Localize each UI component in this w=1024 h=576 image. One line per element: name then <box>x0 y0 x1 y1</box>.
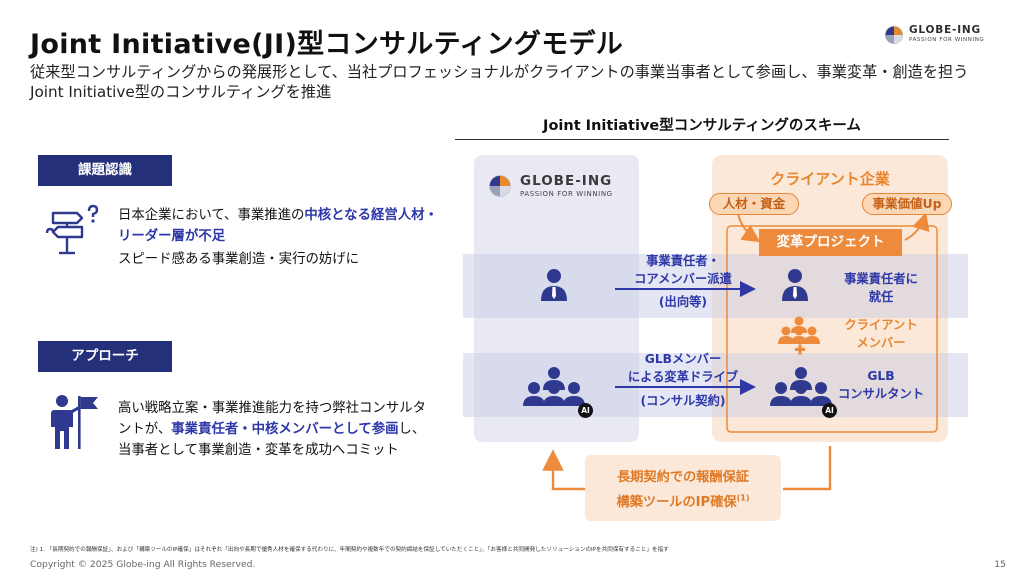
client-glb-team-icon <box>770 367 832 406</box>
glb-consultant-label: GLB コンサルタント <box>822 367 940 403</box>
scheme-logo-tagline: PASSION FOR WINNING <box>520 190 613 198</box>
resources-pill: 人材・資金 <box>709 193 799 215</box>
signpost-question-icon <box>45 204 99 255</box>
contract-terms-line1: 長期契約での報酬保証 <box>617 470 749 485</box>
client-members-line2: メンバー <box>856 336 906 350</box>
band-dispatch <box>463 254 968 318</box>
glb-person-icon <box>541 269 567 301</box>
client-leader-line1: 事業責任者に <box>844 272 918 286</box>
logo-tagline: PASSION FOR WINNING <box>909 37 985 43</box>
globe-ing-logo: GLOBE-ING PASSION FOR WINNING <box>884 24 994 48</box>
client-leader-icon <box>782 269 808 301</box>
client-leader-line2: 就任 <box>868 290 894 304</box>
consulting-sublabel: (コンサル契約) <box>640 394 726 408</box>
return-line-right <box>783 446 832 491</box>
footnote: 注) 1. 「長期契約での報酬保証」、および「構築ツールのIP確保」はそれぞれ「… <box>30 547 669 553</box>
page-number: 15 <box>994 559 1006 570</box>
scheme-globe-ing-logo: GLOBE-ING PASSION FOR WINNING <box>488 172 633 202</box>
logo-text: GLOBE-ING <box>909 24 981 36</box>
contract-terms-footnote-ref: (1) <box>736 493 750 503</box>
dispatch-label-line2: コアメンバー派遣 <box>634 272 732 286</box>
consulting-label-line2: による変革ドライブ <box>627 370 739 384</box>
dispatch-label-line1: 事業責任者・ <box>646 254 720 268</box>
contract-terms-line2: 構築ツールのIP確保(1) <box>585 491 781 510</box>
page-title: Joint Initiative(JI)型コンサルティングモデル <box>30 29 624 60</box>
resource-arrow <box>737 213 761 243</box>
globe-logo-icon <box>489 175 511 197</box>
client-company-title: クライアント企業 <box>770 170 890 188</box>
project-outline <box>726 225 938 433</box>
client-members-line1: クライアント <box>844 318 918 332</box>
glb-team-icon <box>523 367 585 406</box>
return-arrow-left <box>542 449 585 491</box>
scheme-title: Joint Initiative型コンサルティングのスキーム <box>455 114 949 140</box>
glb-ai-badge: AI <box>578 403 593 418</box>
contract-terms-box <box>585 455 781 521</box>
person-flag-icon <box>51 395 98 449</box>
glb-consultant-line2: コンサルタント <box>837 387 925 401</box>
client-members-icon <box>778 316 820 344</box>
value-up-pill: 事業価値Up <box>862 193 952 215</box>
issue-text-highlight: 中核となる経営人材・リーダー層が不足 <box>118 208 438 244</box>
copyright: Copyright © 2025 Globe-ing All Rights Re… <box>30 559 256 570</box>
consulting-label-line1: GLBメンバー <box>644 352 722 366</box>
client-ai-badge: AI <box>822 403 837 418</box>
contract-terms-line2-text: 構築ツールのIP確保 <box>616 495 737 510</box>
page-subtitle: 従来型コンサルティングからの発展形として、当社プロフェッショナルがクライアントの… <box>30 63 969 101</box>
issue-label: 課題認識 <box>38 155 172 186</box>
approach-text: 高い戦略立案・事業推進能力を持つ弊社コンサルタントが、事業責任者・中核メンバーと… <box>118 398 438 461</box>
value-arrow <box>904 212 930 241</box>
scheme-logo-text: GLOBE-ING <box>520 173 613 189</box>
issue-text: 日本企業において、事業推進の中核となる経営人材・リーダー層が不足 <box>118 205 448 247</box>
approach-text-highlight: 事業責任者・中核メンバーとして参画 <box>171 422 399 437</box>
client-members-label: クライアント メンバー <box>822 316 940 352</box>
approach-label: アプローチ <box>38 341 172 372</box>
dispatch-label: 事業責任者・ コアメンバー派遣 <box>613 252 753 288</box>
transformation-project: 変革プロジェクト <box>759 229 902 256</box>
glb-consultant-line1: GLB <box>867 369 895 383</box>
client-leader-label: 事業責任者に 就任 <box>822 270 940 306</box>
approach-text-prefix: 高い戦略立案・事業推進能力を持つ弊社コンサルタントが、 <box>118 401 426 437</box>
globe-logo-icon <box>885 26 903 44</box>
issue-text-prefix: 日本企業において、事業推進の <box>118 208 305 223</box>
consulting-label: GLBメンバー による変革ドライブ <box>613 350 753 386</box>
approach-text-suffix: し、当事者として事業創造・変革を成功へコミット <box>118 422 426 458</box>
issue-text-line2: スピード感ある事業創造・実行の妨げに <box>118 252 360 267</box>
dispatch-sublabel: (出向等) <box>658 295 708 309</box>
